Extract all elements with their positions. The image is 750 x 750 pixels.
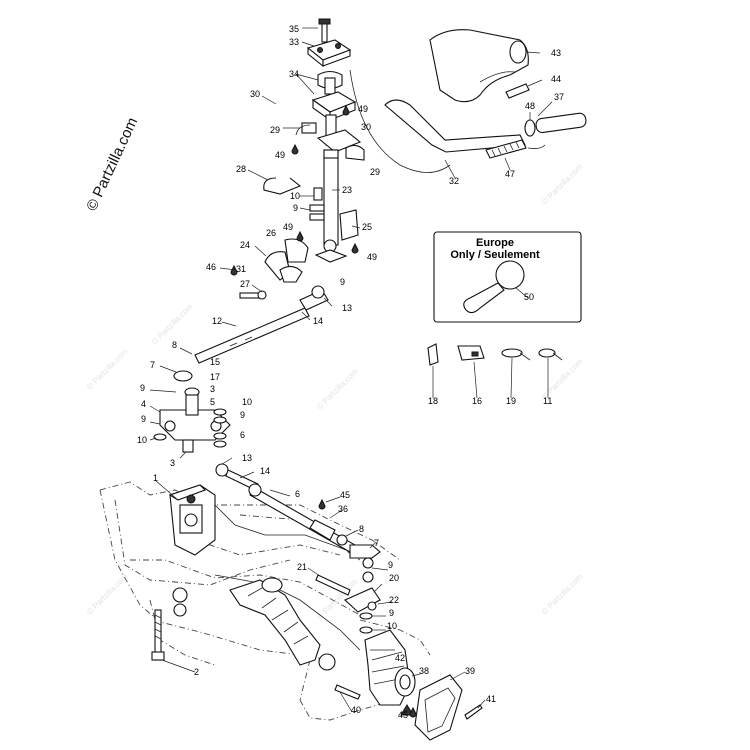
europe-inset: Europe Only / Seulement: [433, 231, 582, 323]
callout-8: 8: [359, 524, 364, 534]
throttle-housing: [429, 29, 530, 103]
callout-labels: 35 33 34 30 49 30 29 49 29 28 23 10 9 25…: [137, 24, 564, 720]
callout-31: 31: [236, 264, 246, 274]
callout-13: 13: [242, 453, 252, 463]
callout-49: 49: [275, 150, 285, 160]
callout-34: 34: [289, 69, 299, 79]
callout-2: 2: [194, 667, 199, 677]
callout-8: 8: [172, 340, 177, 350]
callout-24: 24: [240, 240, 250, 250]
callout-45: 45: [340, 490, 350, 500]
callout-23: 23: [342, 185, 352, 195]
callout-26: 26: [266, 228, 276, 238]
callout-9: 9: [293, 203, 298, 213]
callout-48: 48: [525, 101, 535, 111]
callout-1: 1: [153, 473, 158, 483]
callout-30: 30: [250, 89, 260, 99]
callout-41: 41: [486, 694, 496, 704]
pitman-arm-assembly: [153, 370, 259, 491]
callout-10: 10: [242, 397, 252, 407]
callout-33: 33: [289, 37, 299, 47]
callout-43: 43: [551, 48, 561, 58]
callout-22: 22: [389, 595, 399, 605]
steering-column: [263, 18, 365, 263]
callout-32: 32: [449, 176, 459, 186]
callout-37: 37: [554, 92, 564, 102]
callout-18: 18: [428, 396, 438, 406]
callout-30: 30: [361, 122, 371, 132]
callout-9: 9: [389, 608, 394, 618]
callout-14: 14: [313, 316, 323, 326]
callout-27: 27: [240, 279, 250, 289]
callout-12: 12: [212, 316, 222, 326]
watermark-tile: © Partzilla.com: [540, 162, 585, 207]
watermark-tile: © Partzilla.com: [85, 572, 130, 617]
callout-20: 20: [389, 573, 399, 583]
callout-46: 46: [206, 262, 216, 272]
tie-rod-upper: [194, 285, 329, 364]
callout-10: 10: [387, 621, 397, 631]
callout-39: 39: [465, 666, 475, 676]
handlebar: [295, 69, 587, 173]
callout-49: 49: [367, 252, 377, 262]
callout-29: 29: [270, 125, 280, 135]
leader-lines: [149, 27, 553, 716]
watermark-tile: © Partzilla.com: [540, 572, 585, 617]
inset-title-line1: Europe: [476, 237, 514, 249]
callout-5: 5: [210, 397, 215, 407]
spindle-assembly: [364, 629, 416, 706]
ski-plate: [414, 674, 463, 741]
callout-25: 25: [362, 222, 372, 232]
lubricant-markers: [230, 104, 417, 718]
callout-7: 7: [374, 538, 379, 548]
callout-19: 19: [506, 396, 516, 406]
callout-44: 44: [551, 74, 561, 84]
callout-17: 17: [210, 372, 220, 382]
callout-36: 36: [338, 504, 348, 514]
watermark-tile: © Partzilla.com: [315, 367, 360, 412]
callout-9: 9: [340, 277, 345, 287]
callout-4: 4: [141, 399, 146, 409]
callout-47: 47: [505, 169, 515, 179]
suspension-arm: [172, 577, 336, 671]
callout-10: 10: [137, 435, 147, 445]
callout-10: 10: [290, 191, 300, 201]
lower-bolts: [151, 609, 483, 720]
brand-watermark: © Partzilla.com: [83, 115, 141, 214]
callout-9: 9: [140, 383, 145, 393]
callout-28: 28: [236, 164, 246, 174]
callout-40: 40: [351, 705, 361, 715]
callout-15: 15: [210, 357, 220, 367]
clamp-parts: [239, 238, 309, 300]
callout-9: 9: [388, 560, 393, 570]
callout-7: 7: [150, 360, 155, 370]
tie-rod-lower: [248, 483, 381, 634]
small-parts: [427, 343, 563, 366]
callout-50: 50: [524, 292, 534, 302]
callout-16: 16: [472, 396, 482, 406]
watermark-tile: © Partzilla.com: [85, 347, 130, 392]
callout-14: 14: [260, 466, 270, 476]
callout-21: 21: [297, 562, 307, 572]
callout-42: 42: [395, 653, 405, 663]
steering-column-block: [168, 484, 216, 556]
inset-title-line2: Only / Seulement: [450, 249, 540, 261]
callout-29: 29: [370, 167, 380, 177]
callout-9: 9: [240, 410, 245, 420]
callout-13: 13: [342, 303, 352, 313]
callout-38: 38: [419, 666, 429, 676]
callout-6: 6: [240, 430, 245, 440]
callout-45: 45: [398, 710, 408, 720]
callout-9: 9: [141, 414, 146, 424]
callout-49: 49: [358, 104, 368, 114]
callout-6: 6: [295, 489, 300, 499]
callout-3: 3: [210, 384, 215, 394]
callout-11: 11: [543, 396, 552, 406]
watermark-tile: © Partzilla.com: [540, 357, 585, 402]
callout-35: 35: [289, 24, 299, 34]
callout-3: 3: [170, 458, 175, 468]
callout-49: 49: [283, 222, 293, 232]
